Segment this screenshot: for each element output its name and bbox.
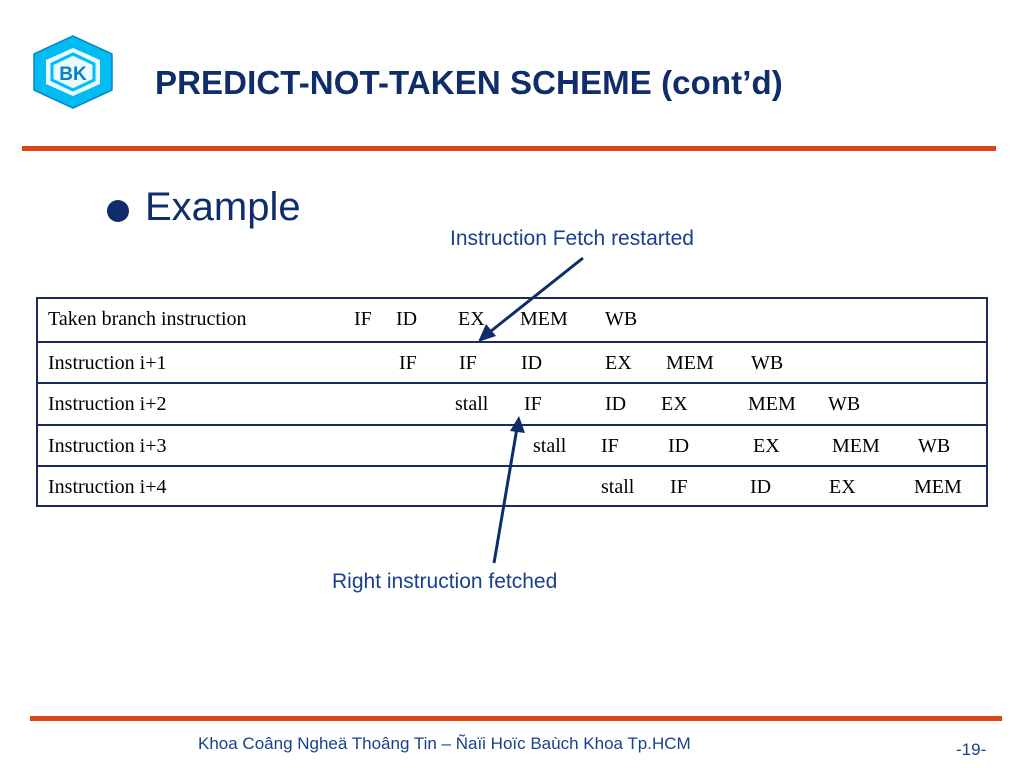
pipeline-row: Instruction i+4 stall IF ID EX MEM	[38, 465, 986, 507]
stage-cell: ID	[750, 476, 772, 498]
bullet-heading: Example	[145, 185, 301, 229]
stage-cell: MEM	[914, 476, 962, 498]
stage-cell: EX	[829, 476, 856, 498]
title-divider	[22, 146, 996, 151]
stage-cell: WB	[605, 308, 638, 330]
stage-cell: ID	[668, 434, 690, 457]
stage-cell: WB	[828, 393, 861, 415]
stage-cell: EX	[605, 351, 632, 374]
annotation-right-fetched: Right instruction fetched	[332, 570, 558, 593]
stage-cell: stall	[533, 434, 567, 457]
stage-cell: EX	[661, 393, 688, 415]
logo-text: BK	[59, 64, 87, 85]
stage-cell: stall	[455, 393, 489, 415]
stage-cell: ID	[521, 351, 543, 374]
row-label: Instruction i+3	[48, 434, 167, 457]
row-label: Instruction i+1	[48, 351, 167, 374]
stage-cell: MEM	[748, 393, 796, 415]
row-label: Taken branch instruction	[48, 308, 247, 330]
slide-title: PREDICT-NOT-TAKEN SCHEME (cont’d)	[155, 64, 783, 101]
footer-divider	[30, 716, 1002, 721]
stage-cell: MEM	[832, 434, 880, 457]
pipeline-row: Instruction i+2 stall IF ID EX MEM WB	[38, 382, 986, 424]
stage-cell: IF	[670, 476, 688, 498]
stage-cell: IF	[601, 434, 619, 457]
annotation-fetch-restarted: Instruction Fetch restarted	[450, 227, 694, 250]
page-number: -19-	[956, 740, 987, 759]
stage-cell: IF	[524, 393, 542, 415]
bullet-dot	[107, 200, 129, 222]
stage-cell: ID	[396, 308, 418, 330]
stage-cell: WB	[751, 351, 784, 374]
stage-cell: EX	[753, 434, 780, 457]
stage-cell: IF	[399, 351, 417, 374]
footer-text: Khoa Coâng Ngheä Thoâng Tin – Ñaïi Hoïc …	[198, 734, 691, 753]
stage-cell: IF	[459, 351, 477, 374]
row-label: Instruction i+4	[48, 476, 167, 498]
pipeline-table: Taken branch instruction IF ID EX MEM WB…	[36, 297, 988, 507]
stage-cell: ID	[605, 393, 627, 415]
stage-cell: EX	[458, 308, 485, 330]
stage-cell: MEM	[666, 351, 714, 374]
pipeline-row: Taken branch instruction IF ID EX MEM WB	[38, 299, 986, 341]
stage-cell: MEM	[520, 308, 568, 330]
pipeline-row: Instruction i+3 stall IF ID EX MEM WB	[38, 423, 986, 466]
bk-university-logo: BK	[33, 35, 113, 109]
pipeline-row: Instruction i+1 IF IF ID EX MEM WB	[38, 340, 986, 383]
stage-cell: IF	[354, 308, 372, 330]
stage-cell: stall	[601, 476, 635, 498]
stage-cell: WB	[918, 434, 951, 457]
row-label: Instruction i+2	[48, 393, 167, 415]
